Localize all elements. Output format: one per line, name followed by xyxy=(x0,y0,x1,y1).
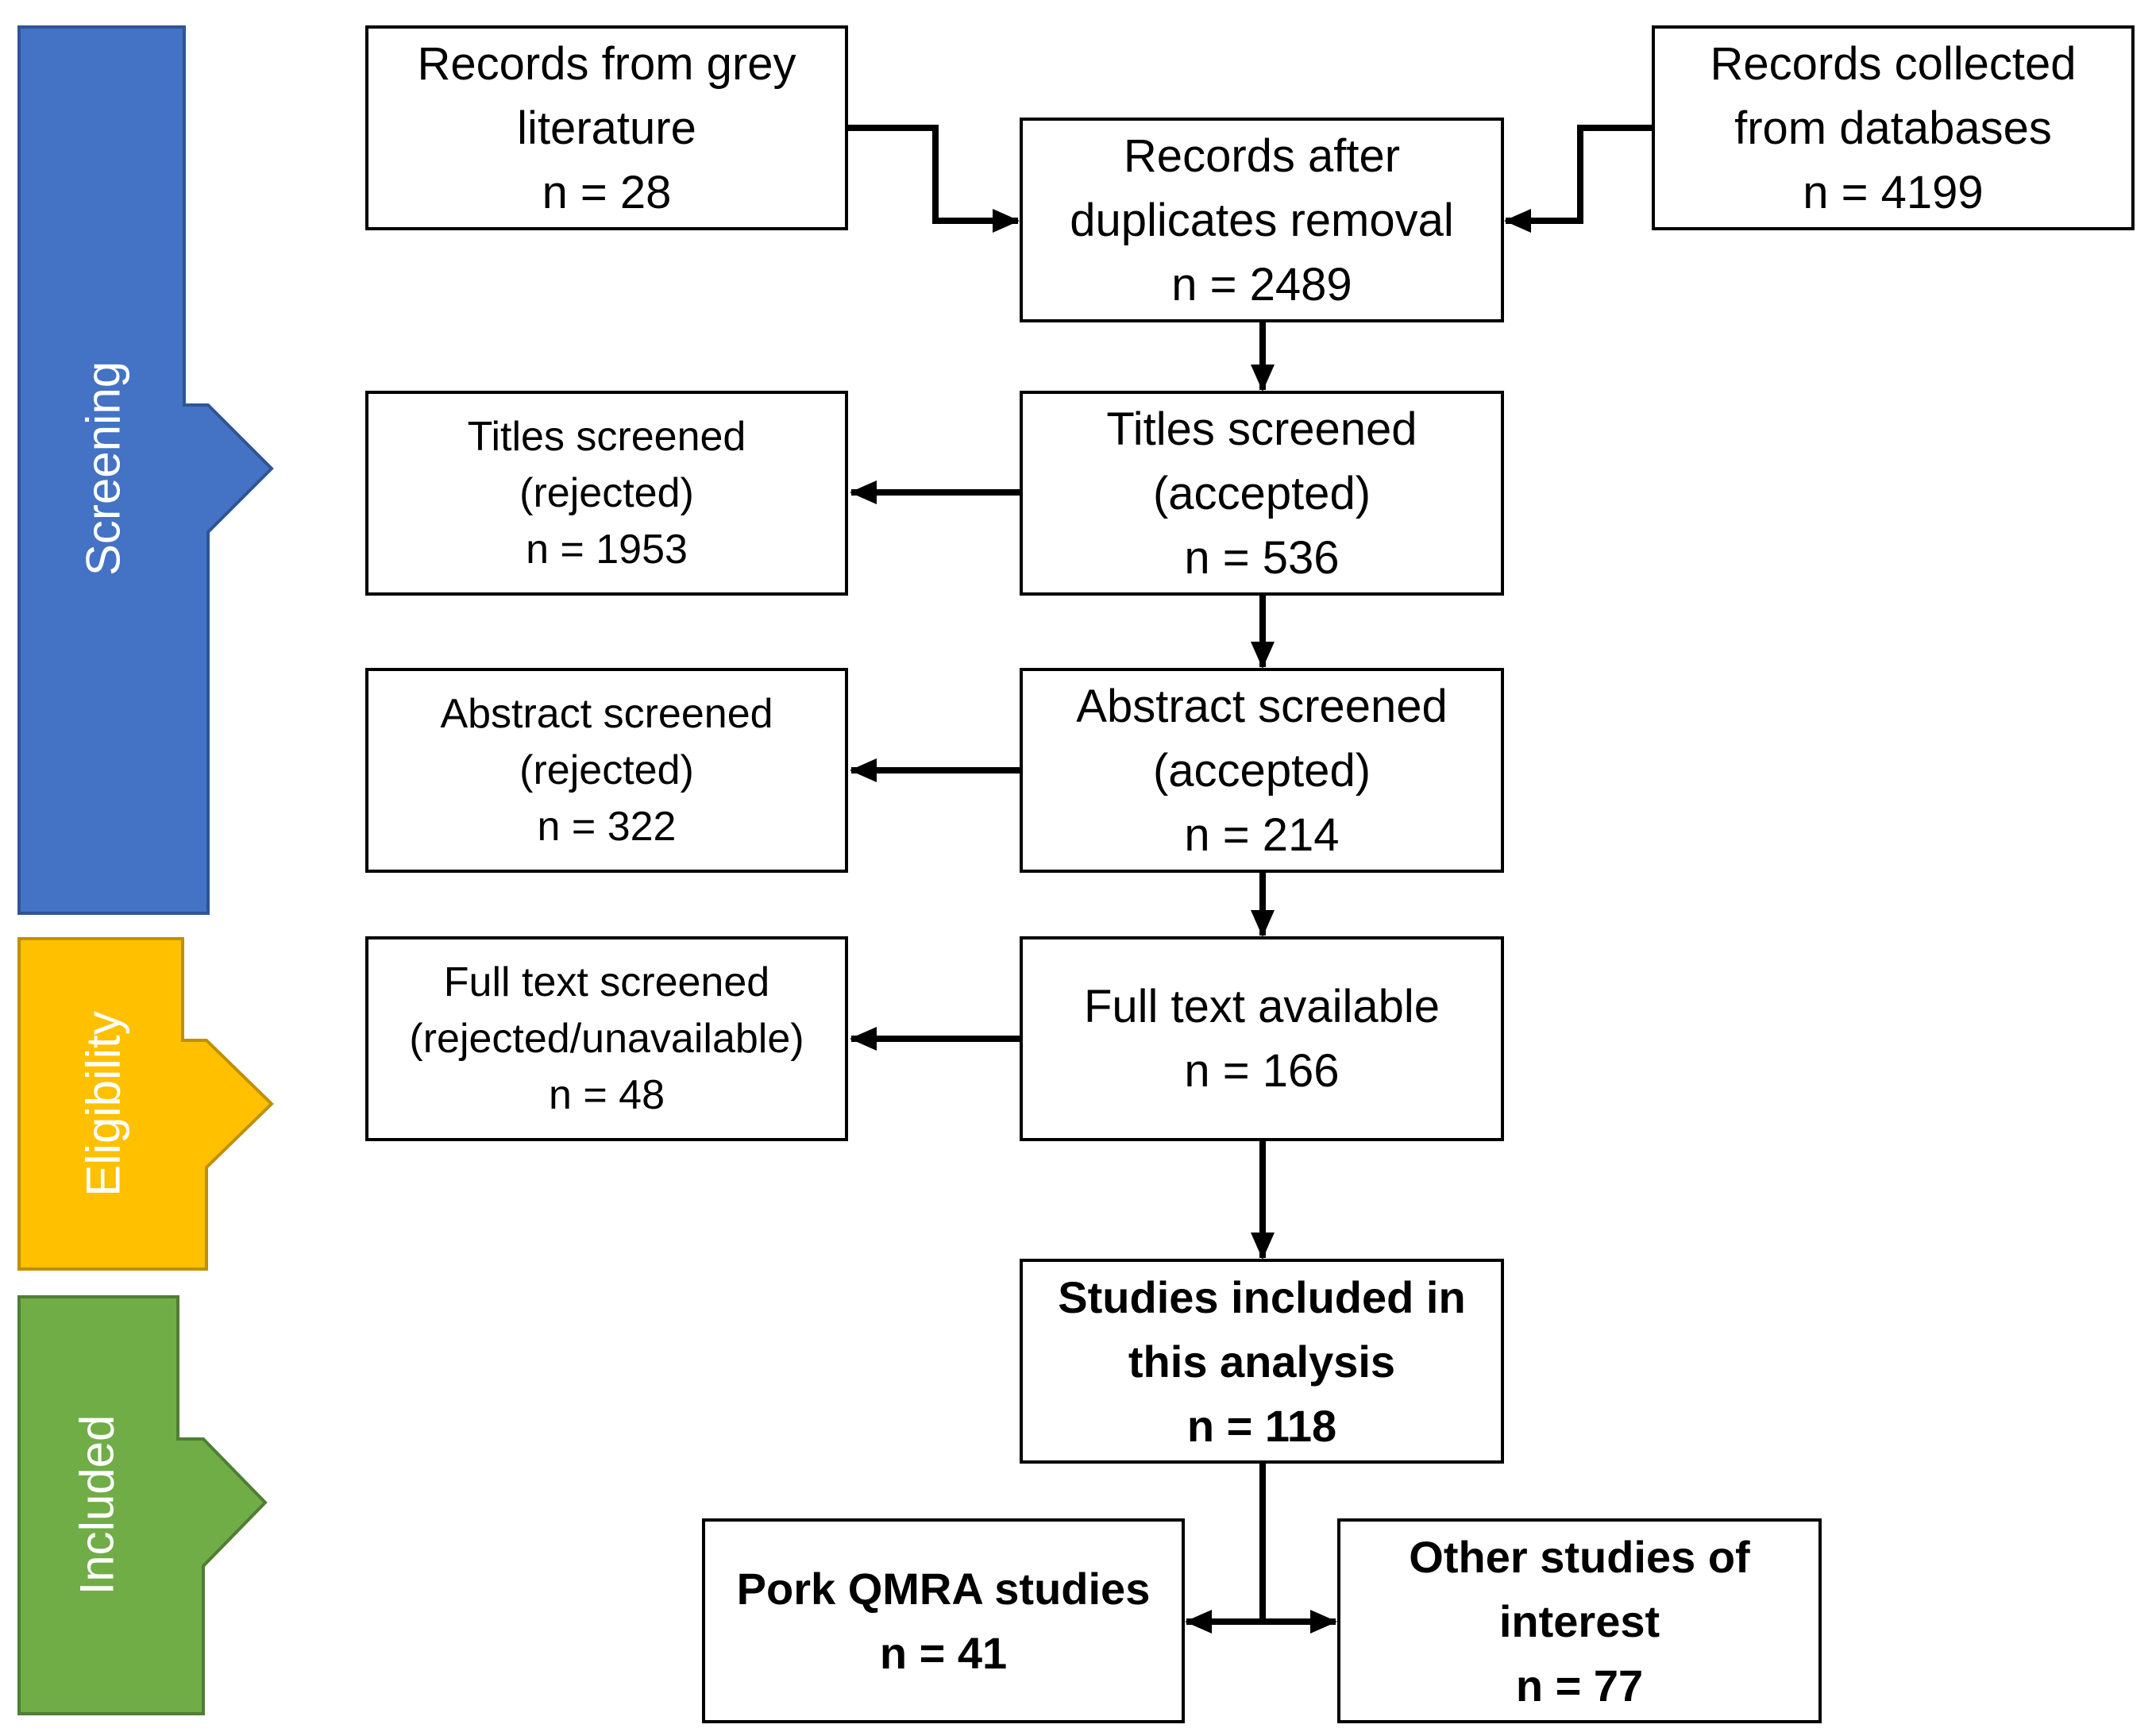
eligibility-stage-arrow xyxy=(17,937,274,1271)
included-analysis-box: Studies included in this analysis n = 11… xyxy=(1020,1259,1504,1464)
titles-accepted-box: Titles screened (accepted) n = 536 xyxy=(1020,391,1504,596)
abstract-rejected-line-1: Abstract screened xyxy=(440,690,773,737)
pork-qmra-count: n = 41 xyxy=(879,1628,1008,1678)
pork-qmra-line-1: Pork QMRA studies xyxy=(736,1564,1151,1614)
abstract-accepted-line-1: Abstract screened xyxy=(1076,680,1448,732)
databases-line-1: Records collected xyxy=(1710,37,2077,90)
after-duplicates-count: n = 2489 xyxy=(1171,258,1352,311)
grey-literature-count: n = 28 xyxy=(542,166,672,218)
other-studies-box: Other studies of interest n = 77 xyxy=(1337,1518,1822,1723)
titles-accepted-count: n = 536 xyxy=(1184,531,1340,584)
fulltext-rejected-count: n = 48 xyxy=(548,1071,665,1118)
databases-box: Records collected from databases n = 419… xyxy=(1652,25,2135,230)
other-studies-line-1: Other studies of xyxy=(1409,1531,1750,1582)
other-studies-line-2: interest xyxy=(1498,1595,1660,1646)
fulltext-available-box: Full text available n = 166 xyxy=(1020,936,1504,1141)
screening-stage-arrow xyxy=(17,25,274,915)
after-duplicates-line-1: Records after xyxy=(1123,129,1401,182)
databases-count: n = 4199 xyxy=(1803,166,1984,218)
fulltext-rejected-box: Full text screened (rejected/unavailable… xyxy=(365,936,848,1141)
after-duplicates-box: Records after duplicates removal n = 248… xyxy=(1020,118,1504,322)
fulltext-available-count: n = 166 xyxy=(1184,1045,1340,1097)
fulltext-available-line-1: Full text available xyxy=(1083,981,1440,1032)
other-studies-count: n = 77 xyxy=(1515,1660,1644,1711)
abstract-rejected-count: n = 322 xyxy=(537,803,677,850)
titles-rejected-box: Titles screened (rejected) n = 1953 xyxy=(365,391,848,596)
abstract-accepted-line-2: (accepted) xyxy=(1152,744,1371,797)
databases-line-2: from databases xyxy=(1734,102,2052,154)
included-analysis-line-1: Studies included in xyxy=(1058,1271,1466,1322)
eligibility-stage-label: Eligibility xyxy=(76,1011,130,1197)
pork-qmra-box: Pork QMRA studies n = 41 xyxy=(702,1518,1185,1723)
titles-rejected-count: n = 1953 xyxy=(526,526,688,573)
titles-accepted-line-2: (accepted) xyxy=(1152,467,1371,519)
grey-literature-line-1: Records from grey xyxy=(417,37,796,90)
abstract-rejected-line-2: (rejected) xyxy=(519,746,694,793)
grey-literature-line-2: literature xyxy=(517,102,696,154)
titles-rejected-line-2: (rejected) xyxy=(519,469,694,516)
included-stage-label: Included xyxy=(70,1414,124,1595)
abstract-rejected-box: Abstract screened (rejected) n = 322 xyxy=(365,668,848,873)
abstract-accepted-count: n = 214 xyxy=(1184,808,1340,861)
included-stage-arrow xyxy=(17,1295,268,1715)
grey-literature-box: Records from grey literature n = 28 xyxy=(365,25,848,230)
connector-databases-to-dedup xyxy=(1504,125,1653,233)
abstract-accepted-box: Abstract screened (accepted) n = 214 xyxy=(1020,668,1504,873)
included-analysis-line-2: this analysis xyxy=(1128,1336,1396,1387)
after-duplicates-line-2: duplicates removal xyxy=(1070,194,1454,246)
fulltext-rejected-line-2: (rejected/unavailable) xyxy=(409,1015,804,1062)
titles-accepted-line-1: Titles screened xyxy=(1106,403,1417,455)
connector-grey-to-dedup xyxy=(848,125,1020,233)
fulltext-rejected-line-1: Full text screened xyxy=(443,959,770,1005)
titles-rejected-line-1: Titles screened xyxy=(467,413,746,460)
screening-stage-label: Screening xyxy=(76,361,130,577)
included-analysis-count: n = 118 xyxy=(1186,1400,1337,1451)
